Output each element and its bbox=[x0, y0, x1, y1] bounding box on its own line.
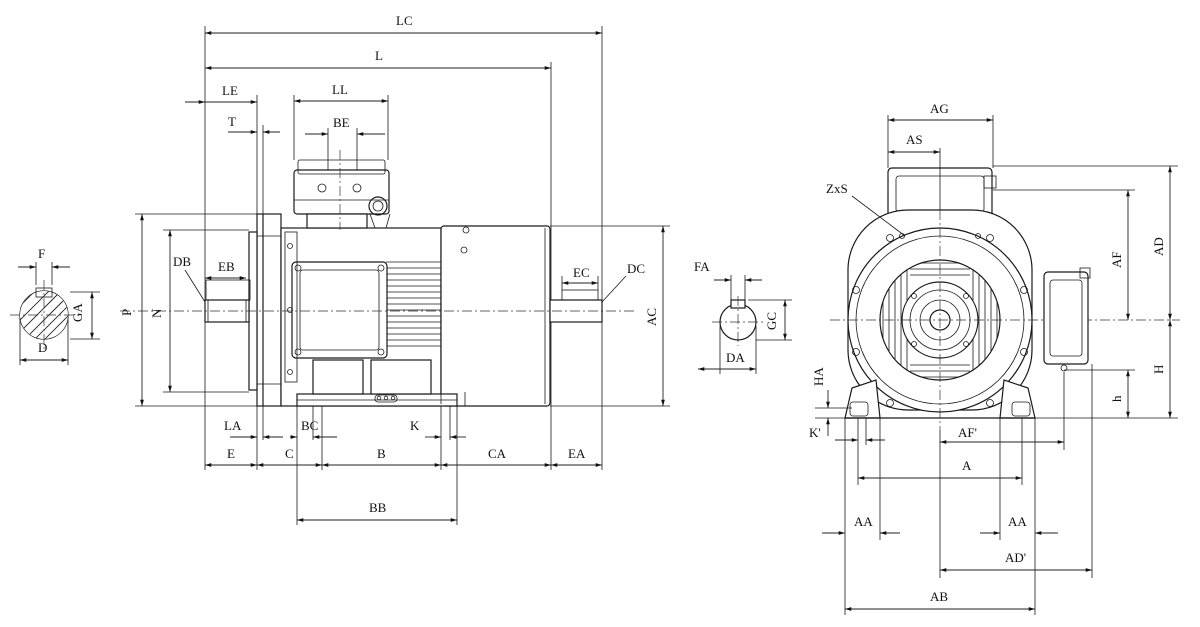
label-FA: FA bbox=[694, 259, 710, 274]
label-K-prime: K' bbox=[809, 425, 821, 440]
label-AA-right: AA bbox=[1008, 514, 1027, 529]
label-AD-prime: AD' bbox=[1005, 550, 1026, 565]
label-GA: GA bbox=[70, 303, 85, 322]
label-LE: LE bbox=[222, 83, 238, 98]
end-view: AG AS bbox=[809, 101, 1180, 615]
label-A: A bbox=[962, 458, 972, 473]
label-AB: AB bbox=[930, 589, 948, 604]
label-P: P bbox=[119, 309, 134, 316]
label-AA-left: AA bbox=[854, 514, 873, 529]
side-view: LC L LE T LL BE bbox=[119, 13, 670, 525]
label-C: C bbox=[285, 446, 294, 461]
label-BC: BC bbox=[301, 418, 318, 433]
label-F: F bbox=[38, 246, 45, 261]
label-N: N bbox=[149, 308, 164, 318]
label-AC: AC bbox=[644, 308, 659, 326]
label-H: H bbox=[1151, 365, 1166, 374]
label-GC: GC bbox=[764, 312, 779, 330]
label-AS: AS bbox=[906, 132, 923, 147]
label-EB: EB bbox=[218, 259, 235, 274]
label-T: T bbox=[228, 114, 236, 129]
label-ZxS: ZxS bbox=[826, 181, 848, 196]
label-L: L bbox=[375, 48, 383, 63]
label-HA: HA bbox=[811, 367, 826, 386]
label-DC: DC bbox=[627, 261, 645, 276]
label-EC: EC bbox=[573, 265, 590, 280]
label-LC: LC bbox=[396, 13, 413, 28]
shaft-section: F GA D bbox=[10, 246, 100, 365]
label-LA: LA bbox=[224, 418, 242, 433]
label-D: D bbox=[38, 340, 47, 355]
label-h: h bbox=[1109, 395, 1124, 402]
label-BE: BE bbox=[333, 115, 350, 130]
label-DA: DA bbox=[726, 350, 745, 365]
label-AD: AD bbox=[1151, 237, 1166, 256]
label-B: B bbox=[377, 446, 386, 461]
shaft-end-section: FA GC DA bbox=[694, 259, 792, 374]
label-AF: AF bbox=[1109, 251, 1124, 268]
label-LL: LL bbox=[332, 82, 348, 97]
label-EA: EA bbox=[568, 446, 586, 461]
label-AF-prime: AF' bbox=[958, 425, 977, 440]
label-BB: BB bbox=[369, 500, 387, 515]
label-AG: AG bbox=[930, 101, 949, 116]
label-CA: CA bbox=[488, 446, 507, 461]
label-DB: DB bbox=[173, 254, 191, 269]
label-K: K bbox=[410, 418, 420, 433]
label-E: E bbox=[227, 446, 235, 461]
